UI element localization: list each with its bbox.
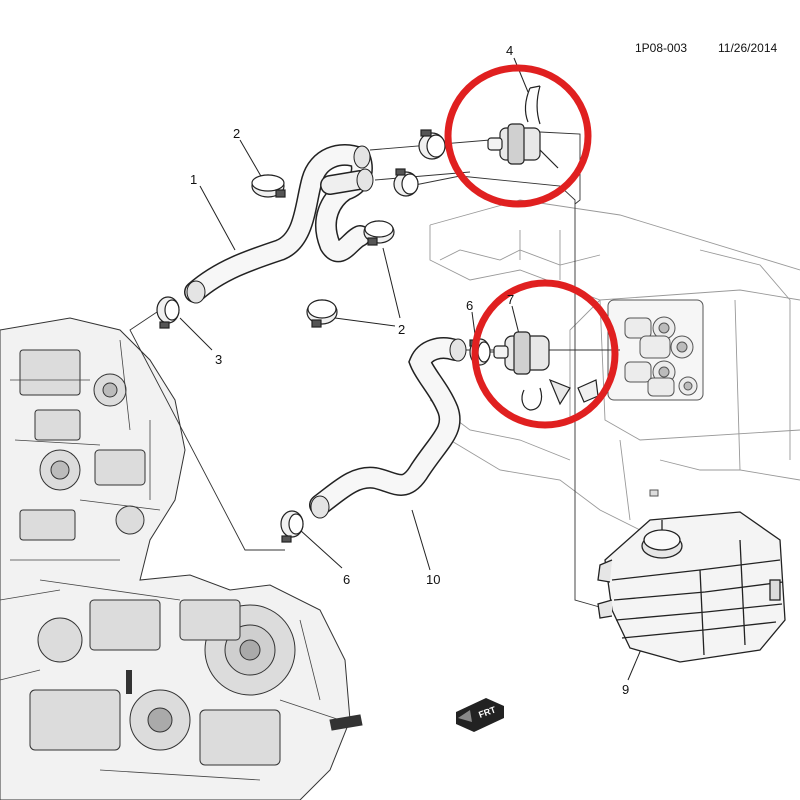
quick-connector-lower (493, 331, 599, 411)
clamp-upper-end-a (418, 129, 446, 160)
clamp-2-mid (363, 220, 395, 246)
highlight-circles (444, 64, 619, 429)
quick-connector-upper (487, 85, 559, 169)
clamp-6-lower (280, 510, 304, 543)
callout-6-upper: 6 (466, 298, 473, 313)
clamp-2-upper (251, 174, 286, 198)
coolant-reservoir (597, 511, 786, 663)
highlight-circle-lower-connector (471, 279, 619, 429)
lower-heater-hose (309, 337, 467, 519)
callout-3: 3 (215, 352, 222, 367)
callout-2-upper: 2 (233, 126, 240, 141)
callout-9: 9 (622, 682, 629, 697)
clamp-3 (156, 296, 180, 329)
upper-heater-hose (184, 144, 374, 304)
callout-7: 7 (507, 292, 514, 307)
clamp-upper-end-b (393, 168, 419, 197)
callout-4: 4 (506, 43, 513, 58)
stud-marker (649, 489, 659, 497)
engine-block (0, 317, 363, 800)
callout-10: 10 (426, 572, 440, 587)
callout-6-lower: 6 (343, 572, 350, 587)
drawing-date: 11/26/2014 (718, 41, 777, 55)
callout-2-lower: 2 (398, 322, 405, 337)
highlight-circle-upper-connector (444, 64, 592, 208)
callout-labels: 1 2 2 3 4 6 6 7 9 10 (190, 43, 629, 697)
firewall-ports (607, 299, 704, 401)
drawing-id: 1P08-003 (635, 41, 687, 55)
callout-1: 1 (190, 172, 197, 187)
front-arrow: FRT (456, 698, 504, 732)
clamp-2-lower (306, 299, 338, 328)
